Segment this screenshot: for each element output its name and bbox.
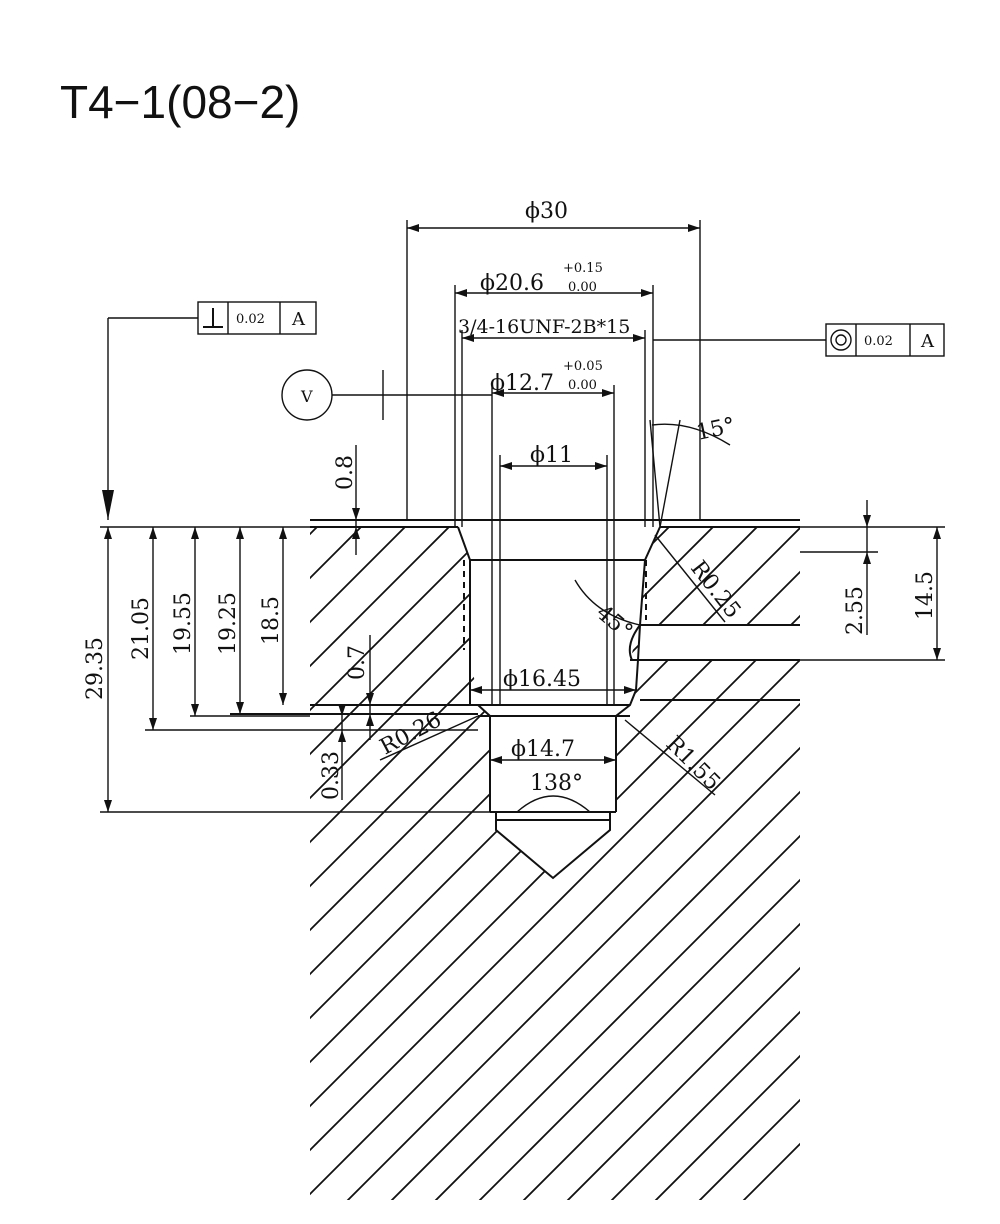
dim-phi11: ϕ11 [499,443,608,705]
dim-0-8-label: 0.8 [333,455,358,490]
radius-r0-26-label: R0.26 [376,707,446,760]
radius-r1-55-label: R1.55 [661,732,725,796]
dim-phi12-7-label: ϕ12.7 [490,371,554,396]
dim-29-35-label: 29.35 [83,637,108,700]
dim-0-33-label: 0.33 [319,751,344,800]
gdt-concentricity-frame: 0.02 A [653,323,945,357]
dim-phi30-label: ϕ30 [525,199,568,224]
hatch-line [310,527,353,1200]
dim-19-55-label: 19.55 [171,592,196,655]
dim-phi20-6-tol-upper: +0.15 [563,261,603,276]
hatch-line [551,527,800,1200]
hatch-line [507,527,800,1200]
dim-vertical-left: 29.35 21.05 19.55 19.25 18.5 0.8 0.7 0.3… [83,317,374,812]
drawing-title: T4−1(08−2) [60,76,300,128]
angle-138: 138° [516,771,591,813]
gdt-concentricity-datum: A [920,331,935,352]
gdt-concentricity-tolerance: 0.02 [864,334,893,349]
radius-r0-25: R0.25 [654,534,745,623]
gdt-perpendicularity-tolerance: 0.02 [236,312,265,327]
hatch-line [0,360,308,1224]
dim-phi20-6-tol-lower: 0.00 [568,280,597,295]
hatch-line [310,527,800,1200]
angle-138-label: 138° [530,771,583,796]
dim-thread: 3/4-16UNF-2B*15 [458,316,646,527]
hatch-line [310,527,800,1200]
hatch-line [310,527,800,1200]
dim-phi11-label: ϕ11 [530,443,573,468]
dim-phi14-7-label: ϕ14.7 [511,737,575,762]
dim-0-7-label: 0.7 [345,645,370,680]
hatch-line [639,527,800,1200]
hatch-line [595,527,800,1200]
dim-19-25-label: 19.25 [216,592,241,655]
hatch-line [310,527,800,1200]
dim-phi14-7: ϕ14.7 [490,737,616,764]
perpendicularity-icon [203,308,223,328]
hatch-line [0,360,132,1224]
dim-phi12-7-tol-lower: 0.00 [568,378,597,393]
hatch-line [0,360,44,1224]
hatch-line [463,527,800,1200]
hatch-line [0,360,220,1224]
dim-phi16-45: ϕ16.45 [470,667,636,694]
hatch-line [310,527,800,1200]
hatch-line [310,527,800,1200]
hatch-line [310,527,800,1200]
concentricity-icon [830,329,852,351]
hatch-line [310,527,749,1200]
hatch-line [310,527,617,1200]
dim-phi12-7: ϕ12.7 +0.05 0.00 [490,359,615,705]
dim-phi16-45-label: ϕ16.45 [503,667,581,692]
cavity-outline [100,519,945,880]
hatch-line [0,360,88,1224]
dim-phi30: ϕ30 [406,199,701,520]
hatch-line [683,527,800,1200]
hatch-line [0,360,264,1224]
dim-2-55-label: 2.55 [843,586,868,635]
dim-phi12-7-tol-upper: +0.05 [563,359,603,374]
hatch-line [419,527,800,1200]
dim-vertical-right: 2.55 14.5 [843,500,941,660]
gdt-perpendicularity-frame: 0.02 A [197,301,317,335]
dim-phi20-6: ϕ20.6 +0.15 0.00 [454,261,654,527]
dim-18-5-label: 18.5 [259,596,284,645]
hatch-line [310,527,793,1200]
surface-finish-label: V [300,387,313,406]
dim-14-5-label: 14.5 [913,571,938,620]
hatch-line [0,360,176,1224]
dim-21-05-label: 21.05 [129,597,154,660]
dim-phi20-6-label: ϕ20.6 [480,271,544,296]
angle-15: 15° [649,413,737,528]
hatch-line [310,527,573,1200]
hatch-line [310,527,441,1200]
hatch-line [375,527,800,1200]
dim-thread-label: 3/4-16UNF-2B*15 [458,316,630,338]
gdt-perpendicularity-datum: A [291,309,306,330]
hatch-line [331,527,800,1200]
surface-finish-icon: V [281,369,492,421]
hatch-line [310,527,485,1200]
